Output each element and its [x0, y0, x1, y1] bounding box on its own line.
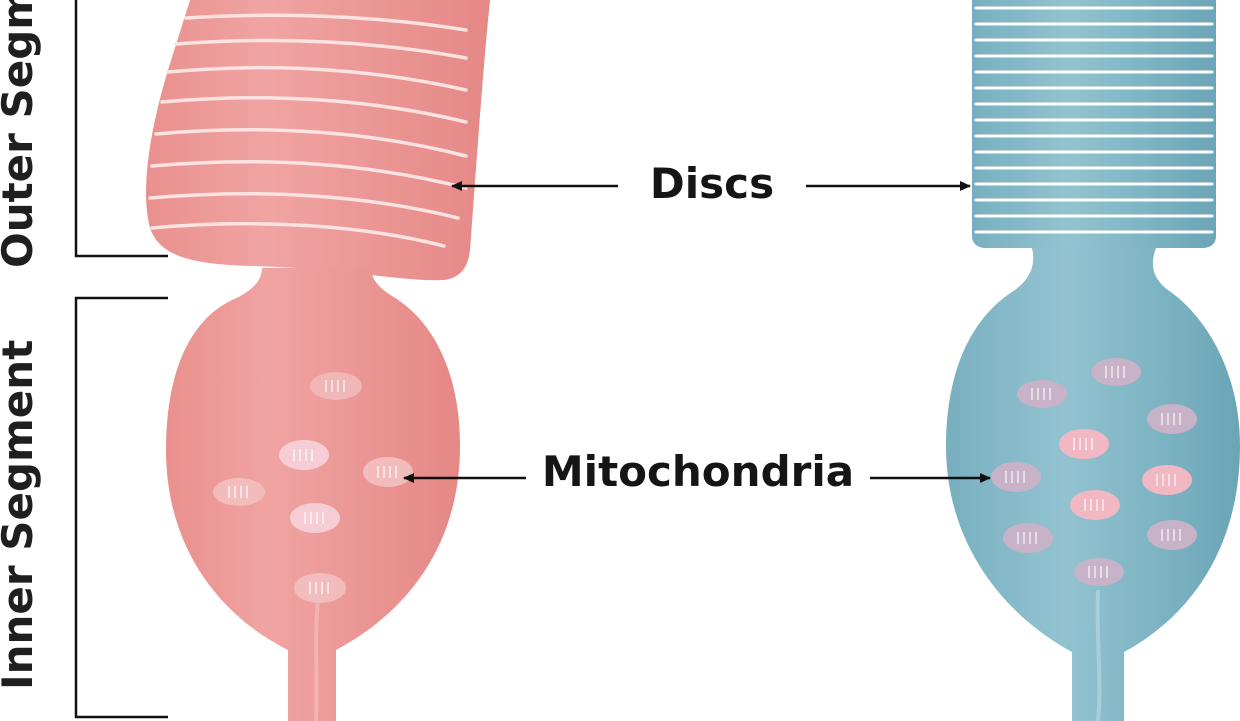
cone-mitochondria [213, 372, 413, 603]
mitochondrion [310, 372, 362, 400]
mitochondrion [1147, 520, 1197, 550]
discs-label: Discs [650, 159, 774, 208]
mitochondrion [1147, 404, 1197, 434]
inner-segment-label: Inner Segment [0, 340, 42, 690]
mitochondria-label: Mitochondria [542, 447, 854, 496]
mitochondrion [290, 503, 340, 533]
rod-discs [974, 6, 1214, 234]
inner-segment-bracket [74, 296, 168, 719]
rod-outer-segment [972, 0, 1216, 248]
mitochondrion [1003, 523, 1053, 553]
rod-mitochondria [991, 358, 1197, 586]
mitochondrion [1074, 558, 1124, 586]
mitochondrion [1059, 429, 1109, 459]
rod-cell [946, 0, 1240, 721]
mitochondrion [363, 457, 413, 487]
outer-segment-label: Outer Segm [0, 0, 42, 268]
cone-cell [146, 0, 491, 721]
cone-fiber-highlight [314, 599, 320, 721]
cone-discs [148, 13, 468, 248]
mitochondrion [279, 440, 329, 470]
mitochondrion [991, 462, 1041, 492]
cone-outer-segment [146, 0, 491, 281]
cone-inner-segment [166, 268, 460, 721]
mitochondrion [1091, 358, 1141, 386]
mitochondrion [1142, 465, 1192, 495]
outer-segment-bracket [74, 0, 168, 258]
rod-inner-segment [946, 248, 1240, 721]
mitochondrion [1070, 490, 1120, 520]
mitochondrion [294, 573, 346, 603]
mitochondrion [1017, 380, 1067, 408]
rod-fiber-highlight [1095, 589, 1102, 721]
mitochondrion [213, 478, 265, 506]
